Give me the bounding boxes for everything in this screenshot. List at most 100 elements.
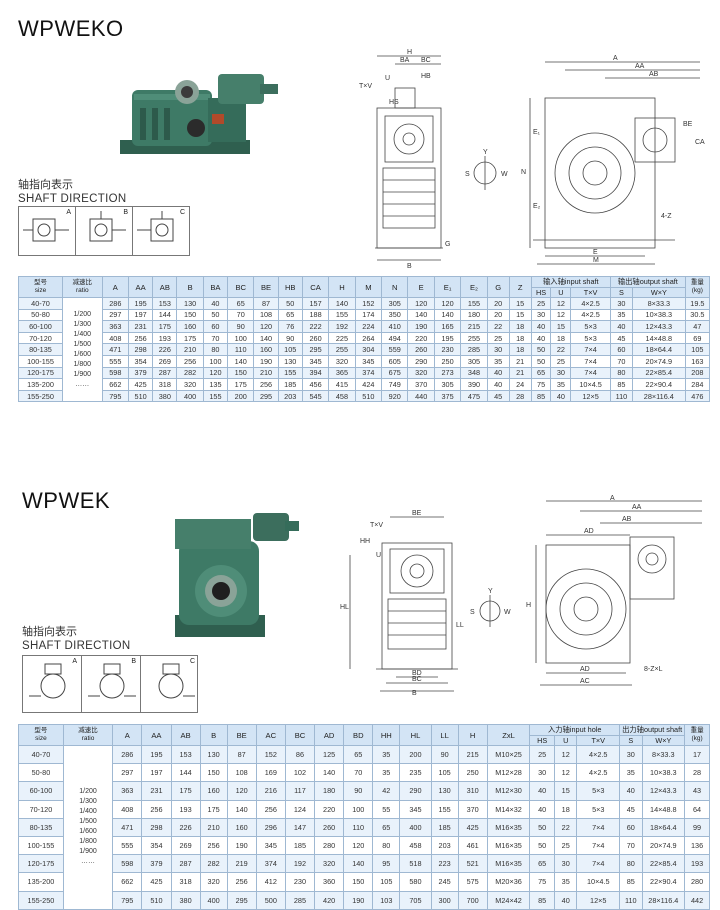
table-cell: 305 (381, 297, 409, 310)
table-cell: 100 (343, 799, 374, 819)
table-cell: 193 (684, 854, 710, 874)
col-header-hs: HS (529, 735, 556, 746)
table-cell: 190 (407, 320, 435, 333)
table-cell: 230 (284, 872, 316, 892)
table-cell: 471 (112, 817, 143, 837)
table-cell: 374 (255, 854, 286, 874)
table-cell: 124 (284, 799, 316, 819)
table-cell: 374 (354, 366, 383, 380)
table-cell: 76 (277, 320, 303, 333)
table-cell: 500 (255, 890, 286, 910)
section-title-wpweko: WPWEKO (18, 16, 124, 41)
table-cell: 12 (554, 763, 578, 783)
col-header: E₂ (460, 276, 488, 298)
dim-label-m: M (593, 257, 599, 264)
size-cell: 155-250 (18, 890, 64, 910)
col-header: AC (255, 724, 286, 746)
table-cell: 50 (202, 308, 229, 322)
ratio-value: …… (75, 380, 90, 388)
table-cell: 35 (554, 872, 578, 892)
table-cell: 120 (407, 297, 435, 310)
direction-c-letter: C (179, 209, 185, 216)
direction-a-letter: A (66, 209, 71, 216)
table-cell: 110 (343, 817, 374, 837)
table-cell: M16×35 (486, 817, 531, 837)
table-cell: M24×42 (486, 890, 531, 910)
table-cell: 7×4 (570, 366, 611, 380)
dim-label-bc: BC (412, 676, 422, 683)
table-cell: 14×48.8 (631, 331, 686, 345)
table-cell: 298 (141, 817, 172, 837)
ratio-value: 1/800 (79, 838, 97, 846)
table-cell: 425 (141, 872, 172, 892)
table-cell: 256 (199, 835, 228, 856)
table-cell: 60 (619, 817, 643, 837)
dim-label-hs: HS (389, 99, 399, 106)
table-cell: 216 (255, 781, 286, 801)
table-cell: 256 (253, 378, 279, 391)
table-cell: 250 (457, 763, 488, 783)
table-cell: 280 (684, 872, 710, 892)
dim-label-be: BE (683, 121, 693, 128)
dim-label-a: A (610, 495, 615, 502)
table-cell: 155 (430, 799, 459, 819)
table-cell: 208 (684, 366, 711, 380)
ratio-value: 1/300 (79, 798, 97, 806)
table-cell: 370 (407, 378, 435, 391)
dim-label-aa: AA (635, 63, 645, 70)
col-header: M (354, 276, 383, 298)
table-cell: 415 (328, 378, 356, 391)
table-cell: 30 (554, 854, 578, 874)
table-cell: 297 (101, 308, 130, 322)
table-cell: 35 (486, 354, 510, 368)
table-cell: 18×64.4 (631, 343, 686, 356)
table-cell: 4×2.5 (570, 297, 611, 310)
table-cell: 298 (128, 343, 154, 356)
dim-label-aa: AA (632, 504, 642, 511)
size-cell: 60-100 (18, 320, 63, 333)
table-cell: 24 (508, 378, 532, 391)
table-cell: 90 (430, 744, 459, 765)
table-cell: 12×43.3 (631, 320, 686, 333)
table-cell: 35 (619, 763, 643, 783)
table-cell: 424 (354, 378, 383, 391)
table-cell: 7×4 (570, 354, 611, 368)
table-cell: 320 (176, 378, 204, 391)
table-cell: 598 (112, 854, 143, 874)
table-cell: 65 (530, 366, 552, 380)
ratio-value: 1/900 (79, 848, 97, 856)
table-cell: 144 (152, 308, 178, 322)
direction-b-letter: B (123, 209, 128, 216)
table-cell: 105 (277, 343, 303, 356)
dim-label-hb: HB (421, 73, 431, 80)
table-cell: 160 (176, 320, 204, 333)
table-cell: 440 (407, 389, 435, 403)
table-cell: 85 (529, 890, 556, 910)
table-cell: 85 (609, 378, 633, 391)
table-cell: 305 (460, 354, 488, 368)
table-cell: 305 (433, 378, 462, 391)
table-cell: 320 (314, 854, 345, 874)
table-cell: 475 (460, 389, 488, 403)
table-cell: M14×32 (486, 799, 531, 819)
table-cell: 144 (170, 763, 201, 783)
table-cell: 15 (554, 781, 578, 801)
table-cell: 320 (199, 872, 228, 892)
table-cell: 140 (253, 331, 279, 345)
col-header: H (457, 724, 488, 746)
table-cell: 675 (381, 366, 409, 380)
size-cell: 50-80 (18, 308, 63, 322)
table-cell: 4×2.5 (576, 763, 621, 783)
table-cell: 8×33.3 (631, 297, 686, 310)
table-cell: 310 (457, 781, 488, 801)
table-cell: 285 (284, 890, 316, 910)
table-cell: 17 (684, 744, 710, 765)
table-cell: 282 (176, 366, 204, 380)
size-cell: 40-70 (18, 744, 64, 765)
table-cell: 25 (486, 331, 510, 345)
table-cell: 14×48.8 (641, 799, 686, 819)
